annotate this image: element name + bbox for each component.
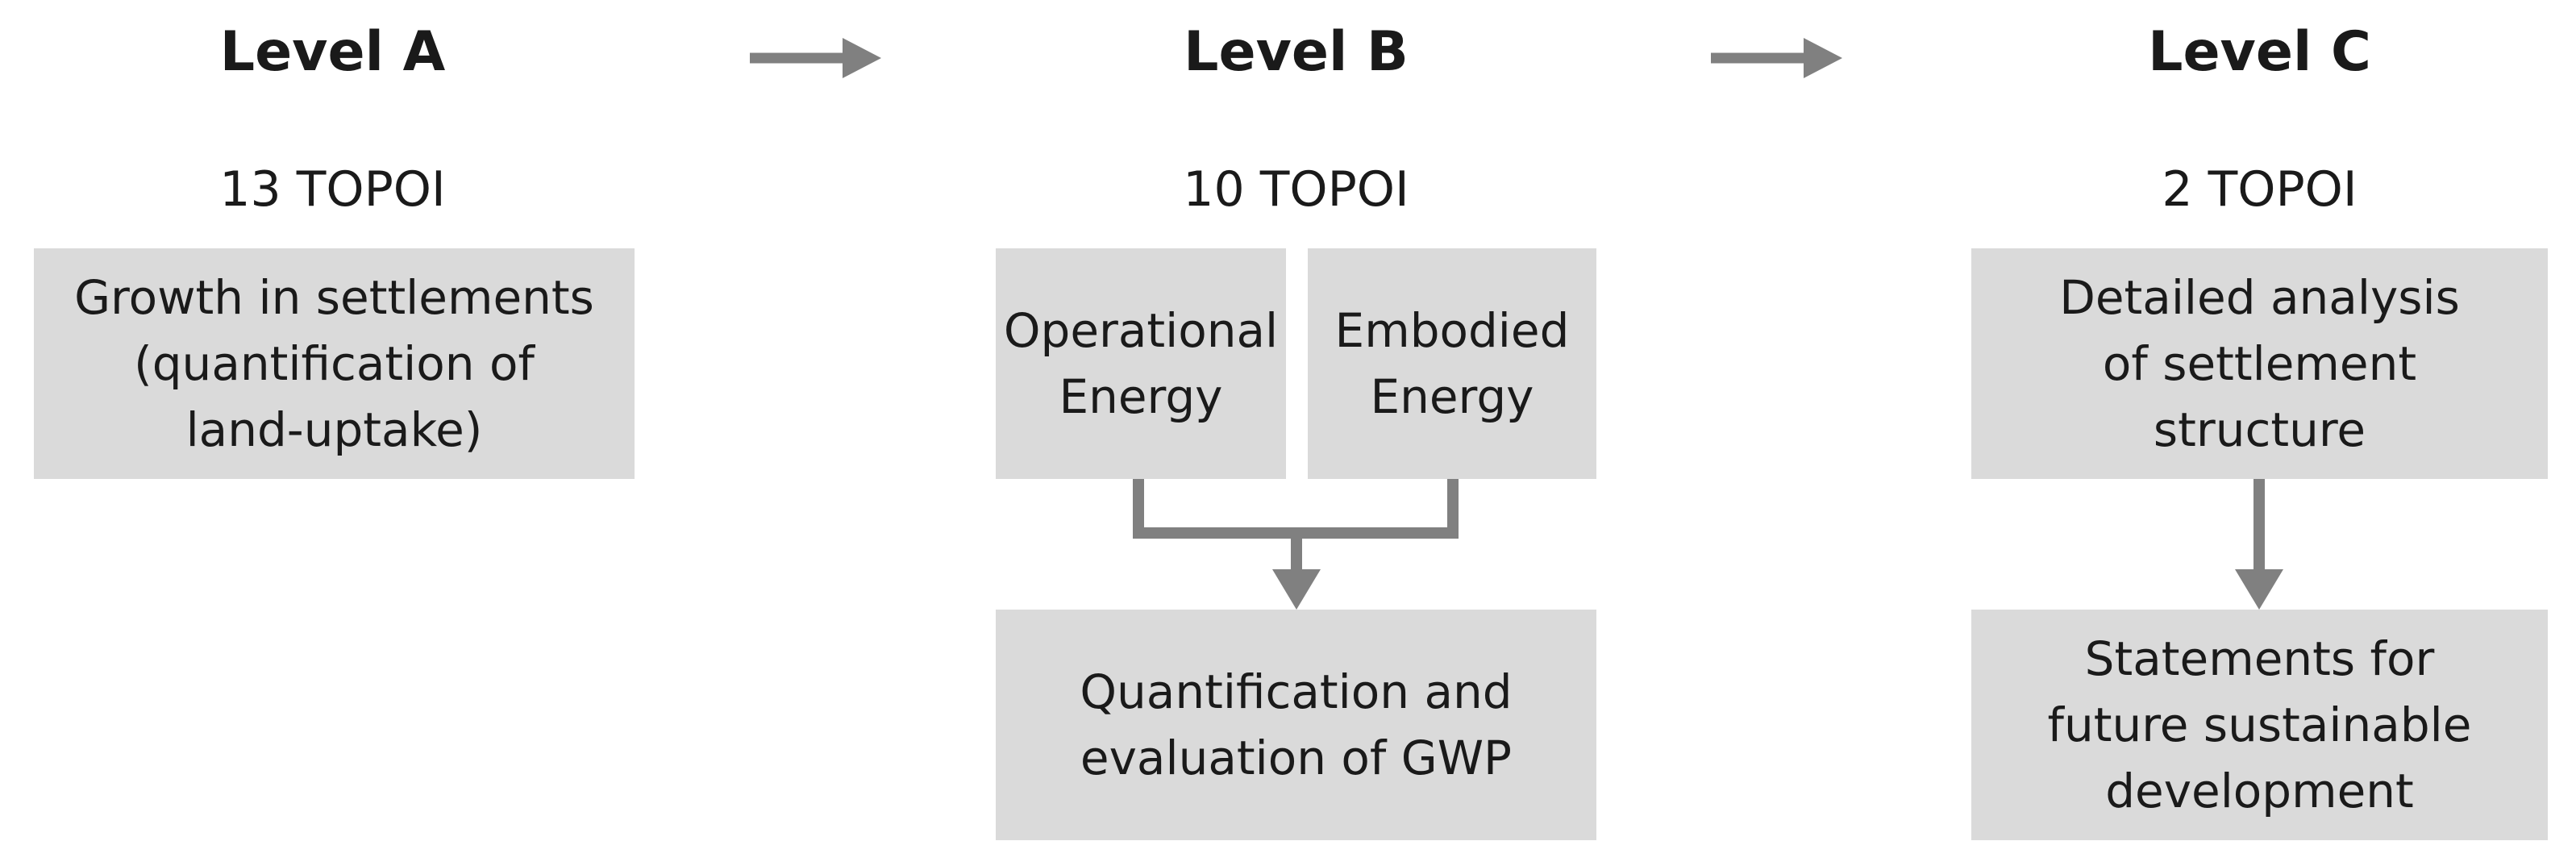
level-a-topoi-count: 13 TOPOI: [219, 161, 446, 218]
gwp-evaluation-label: Quantification and evaluation of GWP: [1080, 664, 1513, 785]
merge-connector-arrowhead: [1272, 569, 1321, 610]
level-c-title: Level C: [2148, 20, 2371, 84]
sustainable-development-label: Statements for future sustainable develo…: [2047, 631, 2472, 818]
level-a-title: Level A: [219, 20, 446, 84]
embodied-energy-label: Embodied Energy: [1334, 303, 1570, 424]
level-b-title: Level B: [1184, 20, 1409, 84]
operational-energy-box: Operational Energy: [996, 248, 1286, 479]
sustainable-development-box: Statements for future sustainable develo…: [1971, 610, 2548, 840]
arrow-level-b-to-c-head: [1804, 38, 1842, 78]
level-b-topoi-count: 10 TOPOI: [1183, 161, 1409, 218]
operational-energy-label: Operational Energy: [1003, 303, 1279, 424]
level-c-topoi-count: 2 TOPOI: [2162, 161, 2358, 218]
arrow-settlement-to-statements: [2235, 479, 2283, 610]
arrow-level-b-to-c: [1711, 38, 1842, 78]
merge-connector-bracket: [1133, 479, 1459, 539]
growth-in-settlements-box: Growth in settlements (quantification of…: [34, 248, 635, 479]
settlement-structure-box: Detailed analysis of settlement structur…: [1971, 248, 2548, 479]
merge-connector-energy-to-gwp: [1133, 479, 1459, 610]
gwp-evaluation-box: Quantification and evaluation of GWP: [996, 610, 1596, 840]
arrow-level-a-to-b: [750, 38, 881, 78]
arrow-level-a-to-b-head: [843, 38, 881, 78]
settlement-structure-label: Detailed analysis of settlement structur…: [2059, 270, 2460, 457]
arrow-settlement-to-statements-head: [2235, 569, 2283, 610]
embodied-energy-box: Embodied Energy: [1308, 248, 1596, 479]
growth-in-settlements-label: Growth in settlements (quantification of…: [74, 270, 594, 457]
